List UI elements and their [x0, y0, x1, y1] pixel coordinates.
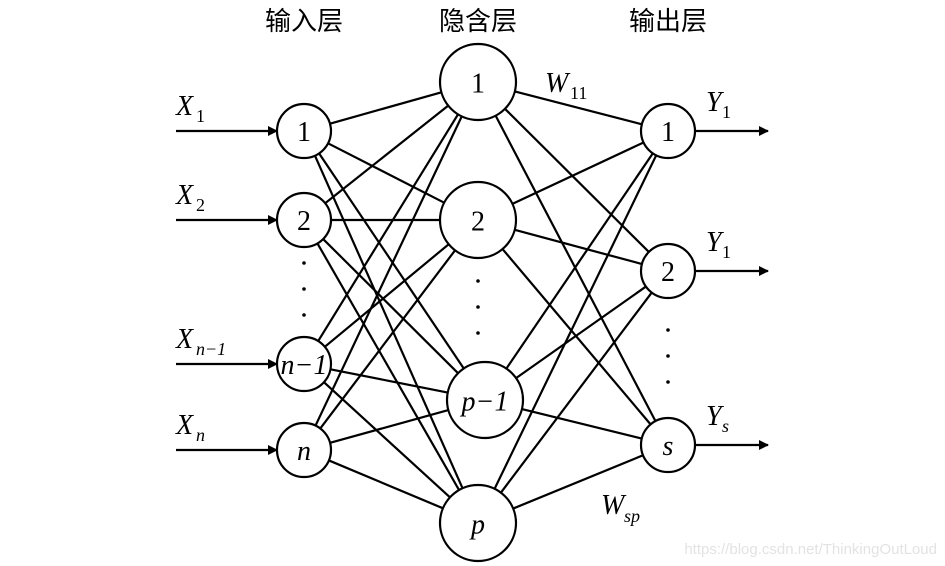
input-layer-title: 输入层: [265, 7, 343, 37]
input-node-2: 2: [275, 191, 333, 249]
hidden-node-1: 1: [438, 42, 518, 122]
edge-input-3-hidden-2: [324, 243, 450, 348]
edge-hidden-4-output-1: [493, 154, 658, 490]
watermark: https://blog.csdn.net/ThinkingOutLoud: [684, 541, 937, 558]
hidden-layer-title: 隐含层: [439, 7, 517, 37]
weight-label-w11: W 11: [545, 68, 587, 103]
hidden-node-4: p: [438, 483, 518, 563]
hidden-node-3: p−1: [445, 360, 525, 440]
edge-input-3-hidden-3: [330, 368, 448, 394]
edge-input-1-hidden-1: [329, 91, 442, 125]
edge-input-2-hidden-4: [316, 242, 461, 491]
signal-symbol: X: [175, 91, 194, 122]
hidden-node-2: 2: [438, 180, 518, 260]
node-label: p: [469, 510, 485, 541]
edge-hidden-1-output-2: [504, 108, 650, 253]
node-label: n−1: [281, 350, 328, 381]
signal-subscript: n: [196, 425, 205, 445]
output-node-2: 2: [639, 242, 697, 300]
signal-subscript: 1: [196, 106, 205, 126]
node-circle: [445, 360, 525, 440]
signal-subscript: s: [722, 416, 729, 436]
node-circle: [639, 242, 697, 300]
signal-symbol: Y: [706, 87, 725, 118]
node-circle: [639, 416, 697, 474]
signal-symbol: Y: [706, 227, 725, 258]
edge-input-4-hidden-3: [329, 409, 449, 444]
node-label: 1: [471, 69, 485, 100]
node-circle: [639, 102, 697, 160]
weight-label-wsp: W sp: [601, 490, 640, 526]
edge-hidden-4-output-3: [512, 454, 644, 510]
node-circle: [438, 42, 518, 122]
edge-hidden-2-output-2: [514, 228, 643, 266]
io-arrows: [176, 126, 769, 455]
weight-symbol: W: [601, 490, 627, 521]
input-node-4: n: [275, 421, 333, 479]
weight-subscript: 11: [570, 83, 587, 103]
node-circle: [275, 102, 333, 160]
input-node-3: n−1: [275, 335, 333, 393]
edge-input-4-hidden-4: [328, 459, 444, 510]
edge-hidden-3-output-3: [521, 408, 643, 440]
output-node-3: s: [639, 416, 697, 474]
signal-symbol: Y: [706, 401, 725, 432]
weight-symbol: W: [545, 68, 571, 99]
node-label: 2: [661, 257, 675, 288]
node-label: 2: [471, 207, 485, 238]
node-label: n: [297, 436, 311, 467]
output-ellipsis: [666, 328, 670, 384]
edge-hidden-1-output-1: [514, 90, 643, 126]
input-node-1: 1: [275, 102, 333, 160]
nodes: 1 2 n−1 n 1 2 p−1 p 1 2 s: [275, 42, 697, 563]
node-circle: [275, 421, 333, 479]
node-label: p−1: [460, 387, 509, 418]
edge-input-4-hidden-1: [314, 115, 463, 427]
node-label: 1: [297, 117, 311, 148]
node-circle: [438, 483, 518, 563]
signal-subscript: n−1: [196, 339, 226, 359]
edge-input-2-hidden-1: [324, 104, 449, 205]
node-circle: [275, 335, 333, 393]
signal-symbol: X: [175, 324, 194, 355]
edge-input-3-hidden-1: [317, 113, 459, 342]
output-layer-title: 输出层: [629, 7, 707, 37]
signal-subscript: 1: [722, 102, 731, 122]
signal-symbol: X: [175, 180, 194, 211]
node-label: s: [663, 431, 674, 462]
edge-hidden-2-output-1: [511, 141, 645, 205]
signal-subscript: 1: [722, 242, 731, 262]
input-ellipsis: [302, 261, 306, 317]
node-label: 1: [661, 117, 675, 148]
edge-input-3-hidden-4: [323, 381, 451, 499]
signal-subscript: 2: [196, 195, 205, 215]
edge-hidden-3-output-1: [505, 152, 654, 370]
edge-hidden-4-output-2: [499, 291, 653, 494]
edge-hidden-3-output-2: [515, 285, 647, 380]
edge-input-1-hidden-4: [313, 155, 464, 489]
connections: [313, 90, 658, 510]
signal-symbol: X: [175, 410, 194, 441]
node-circle: [438, 180, 518, 260]
edge-input-4-hidden-2: [319, 249, 456, 430]
weight-subscript: sp: [624, 506, 640, 526]
hidden-ellipsis: [476, 279, 480, 335]
node-circle: [275, 191, 333, 249]
output-node-1: 1: [639, 102, 697, 160]
node-label: 2: [297, 206, 311, 237]
edge-input-2-hidden-3: [322, 238, 459, 374]
